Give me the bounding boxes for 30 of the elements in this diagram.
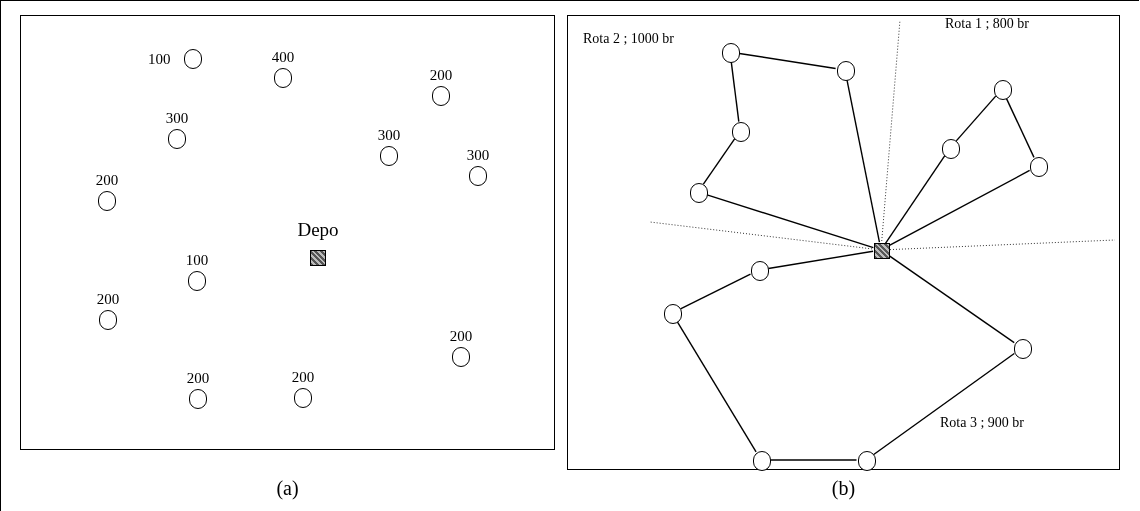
demand-label: 200 bbox=[429, 68, 453, 83]
depot-square bbox=[874, 243, 890, 259]
route-line bbox=[887, 169, 1031, 247]
demand-label: 200 bbox=[449, 329, 473, 344]
route-line bbox=[702, 138, 736, 185]
demand-label: 300 bbox=[377, 128, 401, 143]
depot-square bbox=[310, 250, 326, 266]
demand-label: 100 bbox=[148, 52, 171, 67]
demand-label: 300 bbox=[165, 111, 189, 126]
demand-label: 200 bbox=[96, 292, 120, 307]
route-label: Rota 1 ; 800 br bbox=[945, 17, 1029, 31]
panel-caption: (b) bbox=[831, 478, 856, 498]
panel-frame bbox=[20, 15, 555, 450]
route-line bbox=[769, 459, 858, 461]
demand-label: 300 bbox=[466, 148, 490, 163]
route-label: Rota 3 ; 900 br bbox=[940, 416, 1024, 430]
route-line bbox=[706, 194, 875, 249]
demand-label: 200 bbox=[186, 371, 210, 386]
depot-label: Depo bbox=[297, 220, 339, 239]
route-line bbox=[738, 52, 837, 70]
demand-label: 200 bbox=[291, 370, 315, 385]
route-label: Rota 2 ; 1000 br bbox=[583, 32, 674, 46]
route-line bbox=[676, 320, 757, 453]
route-line bbox=[767, 250, 874, 270]
panel-caption: (a) bbox=[276, 478, 299, 498]
demand-label: 400 bbox=[271, 50, 295, 65]
demand-label: 200 bbox=[95, 173, 119, 188]
route-line bbox=[873, 352, 1015, 456]
route-line bbox=[884, 155, 946, 245]
demand-label: 100 bbox=[185, 253, 209, 268]
